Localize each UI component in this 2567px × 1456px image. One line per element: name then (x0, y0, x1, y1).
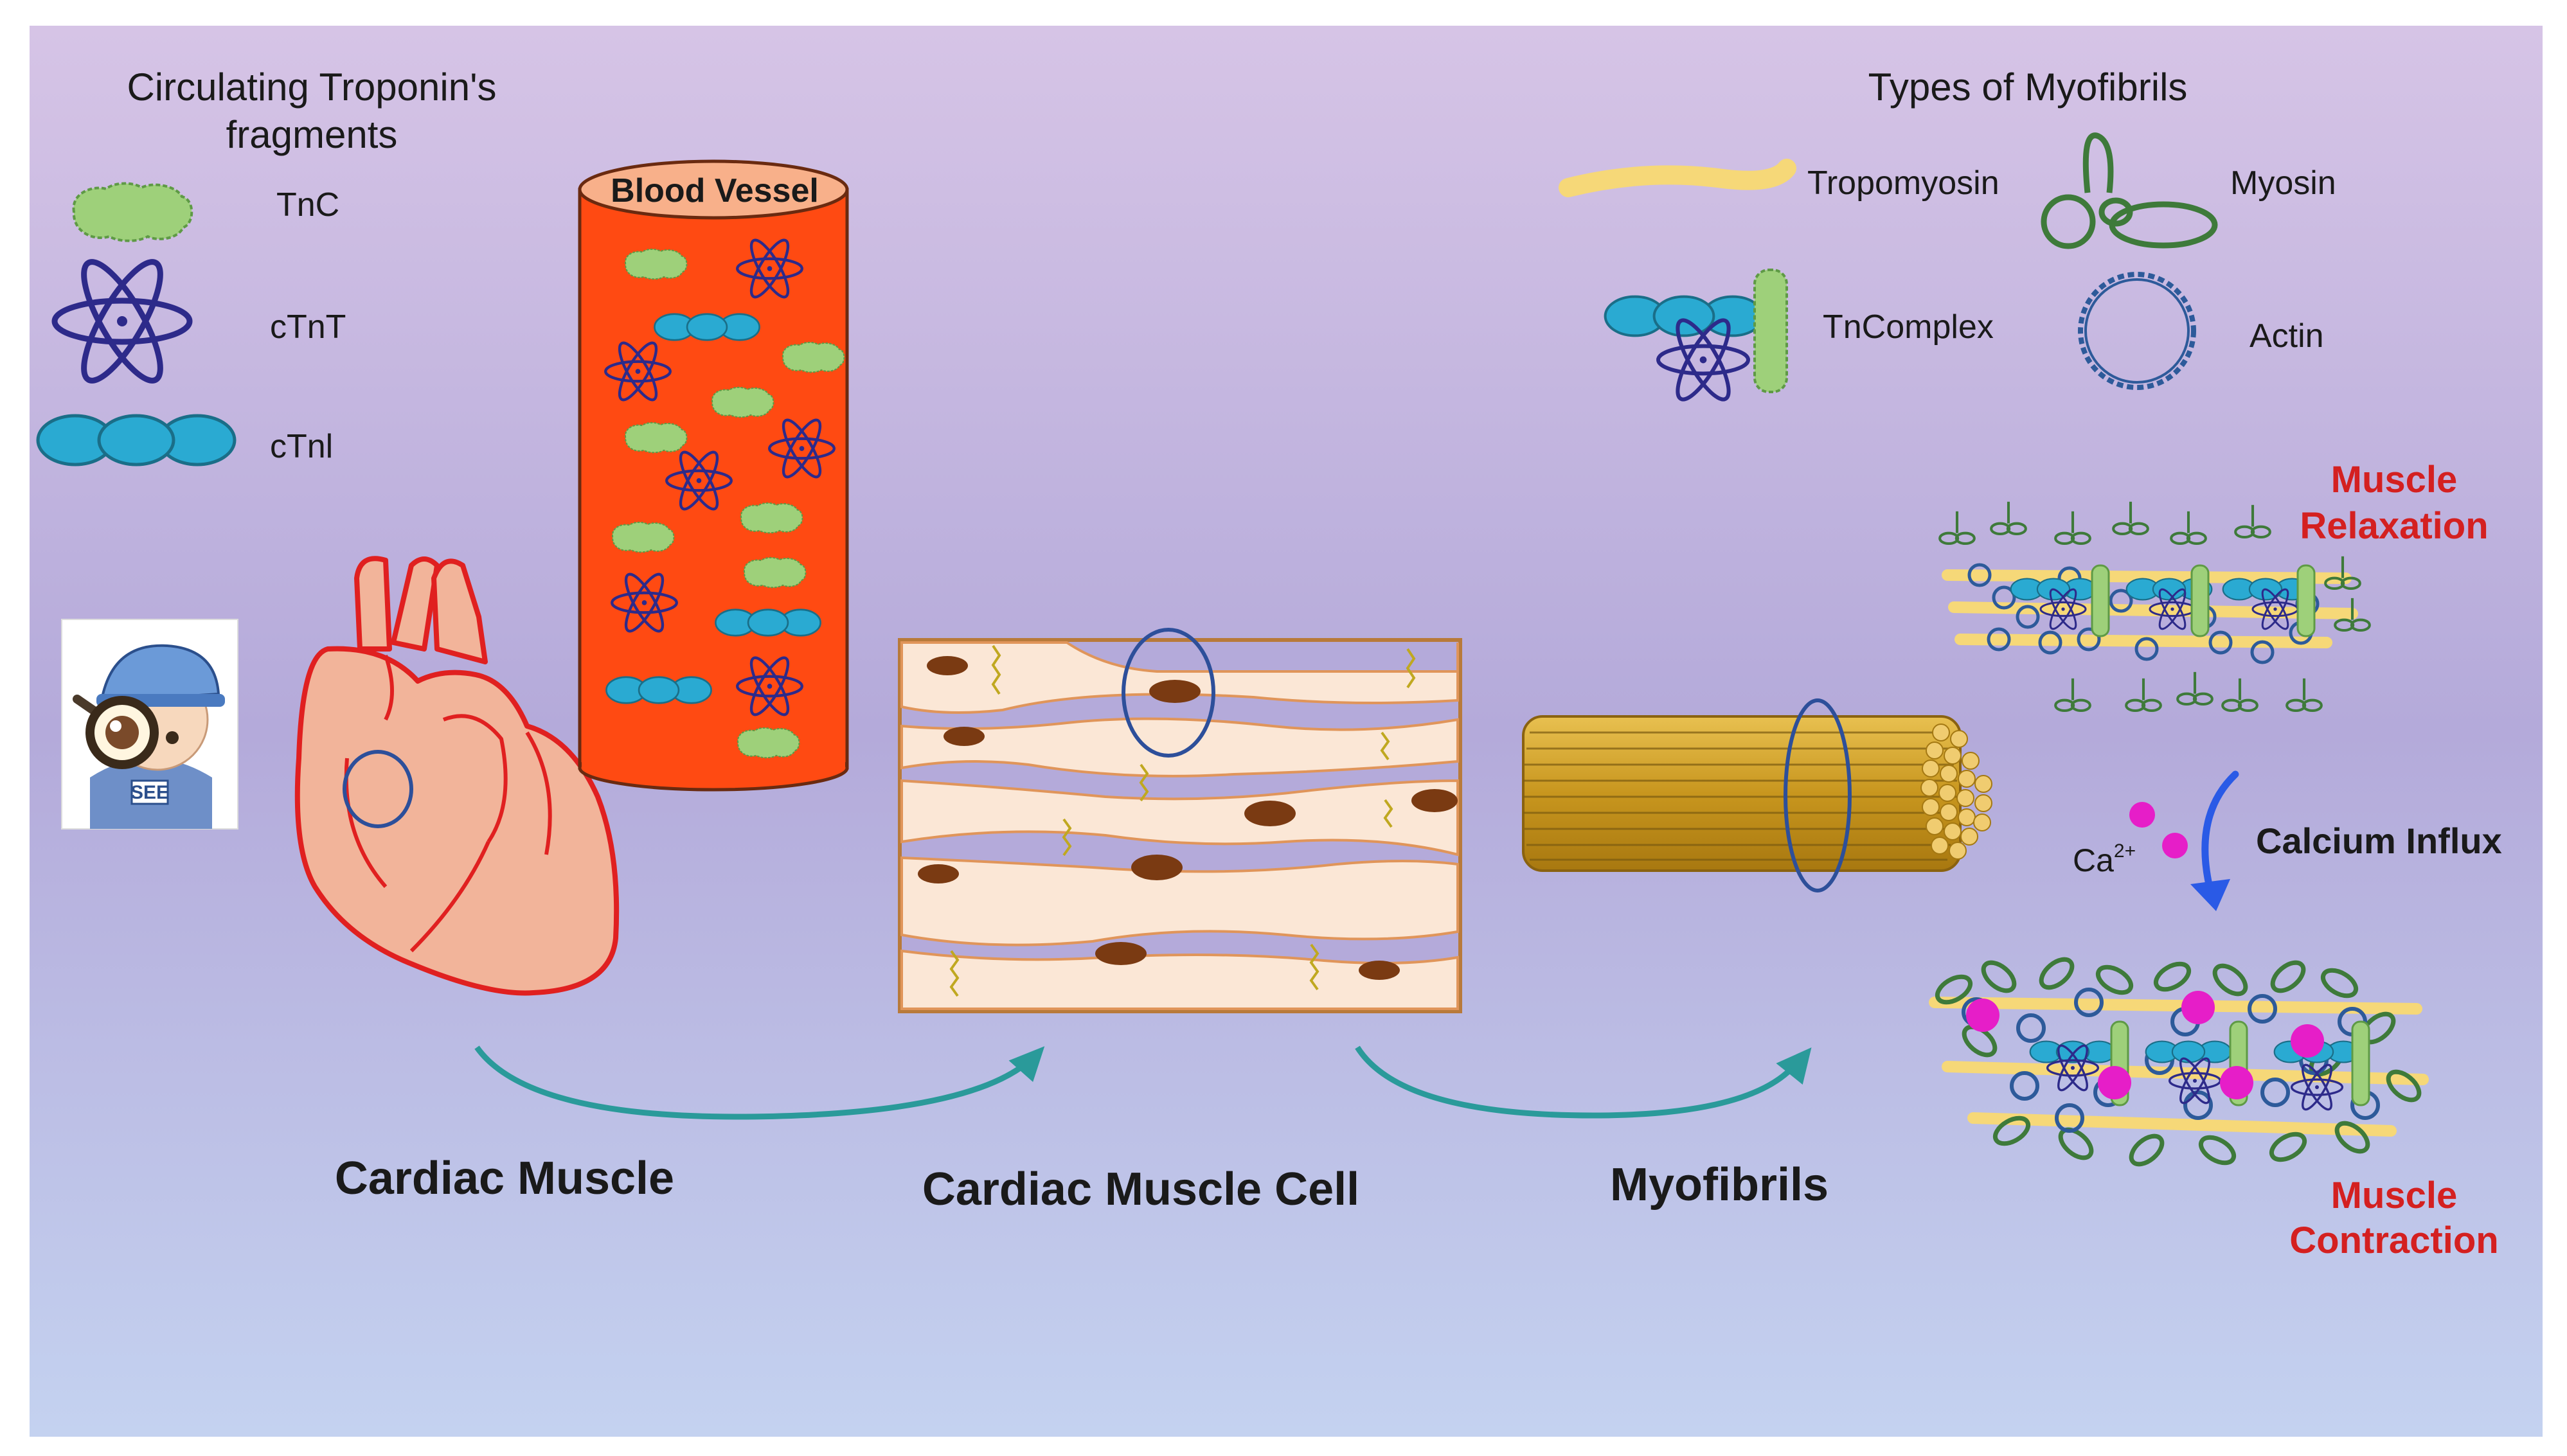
legend-myosin-label: Myosin (2230, 164, 2336, 202)
vessel-ctni-icon (715, 608, 821, 637)
relaxation-label-line1: Muscle (2331, 459, 2458, 501)
legend-ctnt-label: cTnT (270, 308, 346, 346)
arrow-heart-to-cell (474, 1045, 1034, 1120)
legend-tncomplex-label: TnComplex (1823, 308, 1994, 346)
vessel-tnc-icon (624, 248, 688, 280)
stage-arrows (474, 1045, 1812, 1120)
tnc-fragment-icon (74, 184, 192, 241)
calcium-influx-label: Calcium Influx (2256, 821, 2502, 861)
calcium-ion-icon (2129, 802, 2155, 828)
vessel-tnc-icon (743, 556, 807, 589)
vessel-ctni-icon (654, 313, 760, 341)
vessel-tnc-icon (711, 386, 774, 418)
tropomyosin-icon (1559, 159, 1796, 197)
calcium-ion-label: Ca2+ (2073, 840, 2136, 878)
myosin-icon (2041, 132, 2218, 249)
vessel-tnc-icon (611, 521, 675, 553)
legend-tnc-label: TnC (276, 186, 339, 224)
vessel-tnc-icon (782, 341, 845, 373)
contracted-sarcomere (1929, 957, 2429, 1167)
legend-left-title-line2: fragments (226, 113, 398, 156)
actin-icon (2078, 272, 2196, 390)
troponin-fragments-legend: Circulating Troponin's fragments TnC cTn… (38, 66, 497, 465)
blood-vessel-label: Blood Vessel (611, 172, 819, 209)
legend-right-title: Types of Myofibrils (1868, 66, 2188, 109)
detective-illustration: SEE (61, 619, 238, 830)
vessel-top-opening (578, 159, 849, 220)
stage-label-myofibrils: Myofibrils (1610, 1159, 1829, 1211)
ctni-fragment-icon (38, 416, 235, 465)
heart-zoom-circle (343, 750, 413, 828)
myofibril-types-legend: Types of Myofibrils Tropomyosin Myosin T… (1559, 66, 2336, 405)
calcium-influx-arrow (2201, 770, 2239, 897)
legend-ctni-label: cTnl (270, 428, 333, 465)
legend-actin-label: Actin (2249, 317, 2324, 355)
vessel-body (578, 188, 849, 770)
contraction-label-line2: Contraction (2289, 1220, 2498, 1261)
vessel-tnc-icon (737, 727, 800, 759)
arrow-cell-to-myofibril (1355, 1045, 1802, 1119)
calcium-ion-icon (2162, 833, 2188, 858)
legend-tropomyosin-label: Tropomyosin (1807, 164, 1999, 202)
vessel-ctni-icon (605, 676, 712, 704)
cell-zoom-circle (1122, 628, 1215, 758)
stage-label-cardiac-muscle: Cardiac Muscle (335, 1153, 674, 1204)
stage-label-cardiac-muscle-cell: Cardiac Muscle Cell (922, 1164, 1359, 1215)
myofibril-bundle (1522, 698, 1992, 892)
cardiac-muscle-cell-tissue (898, 628, 1462, 1013)
vessel-tnc-icon (624, 422, 688, 454)
blood-vessel: Blood Vessel (578, 159, 849, 792)
heart-body (294, 646, 620, 996)
myofibril-zoom-circle (1784, 698, 1852, 892)
legend-left-title-line1: Circulating Troponin's (127, 66, 496, 109)
calcium-influx: Ca2+ Calcium Influx (2073, 770, 2502, 911)
contraction-label-line1: Muscle (2331, 1175, 2458, 1216)
relaxation-label-line2: Relaxation (2300, 505, 2488, 547)
vessel-tnc-icon (740, 502, 803, 534)
tncomplex-icon (1605, 269, 1788, 405)
badge-text: SEE (130, 782, 169, 803)
magnifying-glass-icon (73, 695, 159, 769)
relaxed-sarcomere (1940, 502, 2370, 711)
heart-illustration (294, 556, 620, 996)
